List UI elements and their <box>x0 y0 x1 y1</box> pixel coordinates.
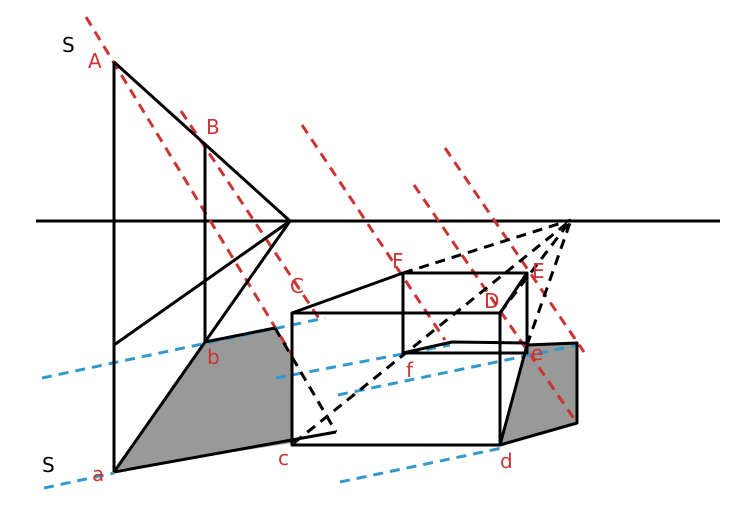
ground-trace-2 <box>275 343 451 380</box>
label-s-bottom: S <box>42 453 55 477</box>
light-rays <box>84 16 586 424</box>
label-D: D <box>484 289 499 313</box>
ground-trace-1 <box>41 316 326 380</box>
ground-trace-4 <box>43 471 115 490</box>
shadow-f-edge <box>402 340 528 355</box>
shadow-right-outline <box>498 341 579 447</box>
edge-vp-left <box>113 219 291 347</box>
shadow-left <box>114 328 292 470</box>
label-a: a <box>92 462 104 486</box>
shadow-right <box>500 343 577 445</box>
hidden-edge-4 <box>525 219 573 346</box>
box-top-right <box>498 272 529 314</box>
hidden-edge-1 <box>273 327 338 433</box>
label-b: b <box>207 345 220 369</box>
ground-traces <box>41 316 579 490</box>
box-top-left <box>291 271 404 315</box>
light-ray-D <box>412 184 579 424</box>
edge-A-vp <box>112 60 292 223</box>
box-front <box>290 311 502 447</box>
label-A: A <box>88 49 102 73</box>
label-d: d <box>500 449 513 473</box>
ground-trace-5 <box>339 446 503 484</box>
label-C: C <box>290 274 304 298</box>
light-ray-A <box>84 16 294 356</box>
label-E: E <box>532 259 545 283</box>
hidden-edge-3 <box>402 218 572 275</box>
shadow-left-outline <box>112 326 276 473</box>
label-e: e <box>531 341 543 365</box>
edge-vp-b <box>203 220 292 343</box>
label-F: F <box>392 249 404 273</box>
light-ray-C <box>300 124 447 341</box>
label-B: B <box>206 115 220 139</box>
box-back <box>401 271 529 355</box>
solid-edges <box>112 60 579 474</box>
shadow-base-ac <box>113 430 337 474</box>
label-s-top: S <box>62 33 75 57</box>
light-ray-E <box>443 147 586 353</box>
label-c: c <box>278 446 289 470</box>
hidden-edge-2 <box>293 218 572 445</box>
label-f: f <box>406 358 414 382</box>
ground-trace-3 <box>337 343 579 397</box>
